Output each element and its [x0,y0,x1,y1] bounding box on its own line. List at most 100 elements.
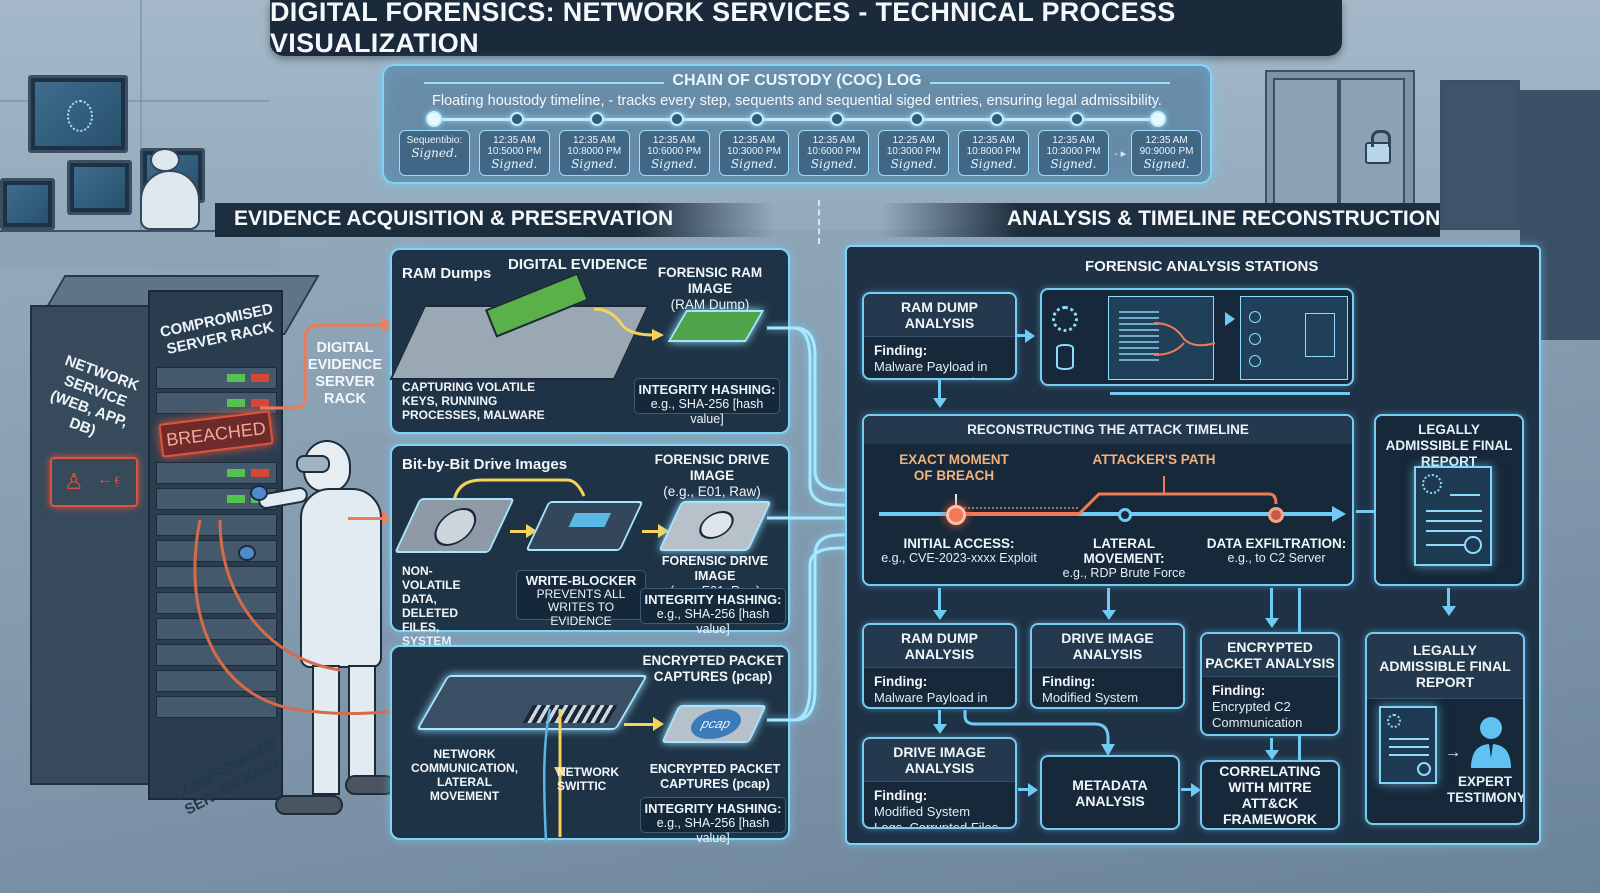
entry-date: 10:3000 PM [726,146,781,157]
flow-arrow [1025,329,1035,343]
hash-title: INTEGRITY HASHING: [644,592,782,607]
coc-title: CHAIN OF CUSTODY (COC) LOG [672,72,922,89]
metadata-analysis-box[interactable]: METADATA ANALYSIS [1040,755,1180,830]
expert-person-icon [1471,717,1511,768]
drive-evidence-arrow [348,511,393,525]
connector [938,380,941,400]
timeline-window [1240,296,1348,380]
server-unit [156,696,277,718]
hash-value: e.g., SHA-256 [hash value] [656,816,770,845]
connector [1017,334,1027,337]
coc-node[interactable] [750,112,764,126]
final-report-top[interactable]: LEGALLY ADMISSIBLE FINAL REPORT [1374,414,1524,586]
server-unit [156,592,277,614]
ram-heading: RAM Dumps [402,265,492,282]
server-unit [156,566,277,588]
technician-leg [312,665,340,795]
rack-front: COMPROMISED SERVER RACK BREACHED [148,290,283,800]
drive-heading: Bit-by-Bit Drive Images [402,456,568,473]
connector [1356,510,1374,513]
server-unit [156,514,277,536]
server-unit [156,392,277,414]
output-title: FORENSIC DRIVE IMAGE [661,554,769,583]
pcap-output2: ENCRYPTED PACKET CAPTURES (pcap) [649,762,781,791]
coc-node[interactable] [670,112,684,126]
rack-side: NETWORK SERVICE (WEB, APP, DB) ♙ ←⍷ [30,305,150,785]
shoe [345,775,395,795]
coc-node[interactable] [910,112,924,126]
stations-title: FORENSIC ANALYSIS STATIONS [1085,258,1319,275]
finding-label: Finding: [1042,674,1096,689]
divider [424,82,664,84]
finding-label: Finding: [1212,683,1266,698]
entry-date: 10:3000 PM [1046,146,1101,157]
breach-marker[interactable] [946,505,966,525]
finding-text: Encrypted C2 Communication [1212,699,1303,730]
finding-text: Malware Payload in memory, Decryption Ke… [874,359,989,378]
output-sub: (e.g., E01, Raw) [663,484,761,499]
entry-signature: Signed. [970,157,1017,171]
blocker-text: PREVENTS ALL WRITES TO EVIDENCE [536,586,626,628]
connector [1270,738,1273,752]
report-document-icon [1414,466,1492,566]
mitre-correlation-box[interactable]: CORRELATING WITH MITRE ATT&CK FRAMEWORK [1200,760,1340,830]
coc-node[interactable] [426,111,442,127]
network-capture-panel: ENCRYPTED PACKET CAPTURES (pcap) pcap NE… [390,645,790,845]
bypass-arrow [452,478,586,503]
finding-text: Modified System Logs, Corrupted Files [1042,690,1166,707]
section-band-right [880,203,1440,237]
entry-time: 12:35 AM [573,135,616,146]
drive-analysis-bottom[interactable]: DRIVE IMAGE ANALYSIS Finding:Modified Sy… [862,737,1017,829]
chain-of-custody-log: CHAIN OF CUSTODY (COC) LOG Floating hous… [382,64,1212,184]
coc-node[interactable] [1070,112,1084,126]
coc-node[interactable] [590,112,604,126]
lateral-marker[interactable] [1118,508,1132,522]
coc-node[interactable] [830,112,844,126]
event-data-exfiltration: DATA EXFILTRATION:e.g., to C2 Server [1204,536,1349,566]
ram-analysis-top[interactable]: RAM DUMP ANALYSIS Finding:Malware Payloa… [862,292,1017,380]
event-initial-access: INITIAL ACCESS:e.g., CVE-2023-xxxx Explo… [874,536,1044,566]
flow-arrow [624,717,664,731]
entry-date: 90:9000 PM [1139,146,1194,157]
event-detail: e.g., to C2 Server [1227,551,1326,565]
flow-arrow [642,524,669,538]
flow-arrow [1102,610,1116,620]
divider [930,82,1170,84]
final-report-bottom[interactable]: LEGALLY ADMISSIBLE FINAL REPORT → EXPERT… [1365,632,1525,825]
event-detail: e.g., RDP Brute Force [1062,566,1186,580]
packet-analysis[interactable]: ENCRYPTED PACKET ANALYSIS Finding:Encryp… [1200,632,1340,736]
coc-node[interactable] [510,112,524,126]
page-title: DIGITAL FORENSICS: NETWORK SERVICES - TE… [270,0,1176,58]
entry-time: 12:35 AM [1145,135,1188,146]
monitor-fingerprint [28,75,128,153]
server-unit [156,367,277,389]
coc-entry[interactable]: Sequentibio:Signed. [399,130,470,176]
coc-node[interactable] [990,112,1004,126]
pcap-hash-box: INTEGRITY HASHING:e.g., SHA-256 [hash va… [640,797,786,845]
exfiltration-marker[interactable] [1268,507,1284,523]
drive-analysis-mid[interactable]: DRIVE IMAGE ANALYSIS Finding:Modified Sy… [1030,623,1185,709]
section-title-analysis: ANALYSIS & TIMELINE RECONSTRUCTION [1007,207,1441,230]
coc-node[interactable] [1150,111,1166,127]
technician-head [150,148,180,172]
entry-date: 10:3000 PM [886,146,941,157]
server-unit [156,618,277,640]
hash-value: e.g., SHA-256 [hash value] [650,397,764,426]
arrow-icon: → [1445,744,1461,761]
ram-analysis-bottom[interactable]: RAM DUMP ANALYSIS Finding:Malware Payloa… [862,623,1017,709]
technician-body [140,170,200,230]
coc-timeline-rail [434,118,1158,121]
entry-signature: Signed. [1050,157,1097,171]
shoe [275,795,343,815]
gear-icon [1052,306,1078,332]
